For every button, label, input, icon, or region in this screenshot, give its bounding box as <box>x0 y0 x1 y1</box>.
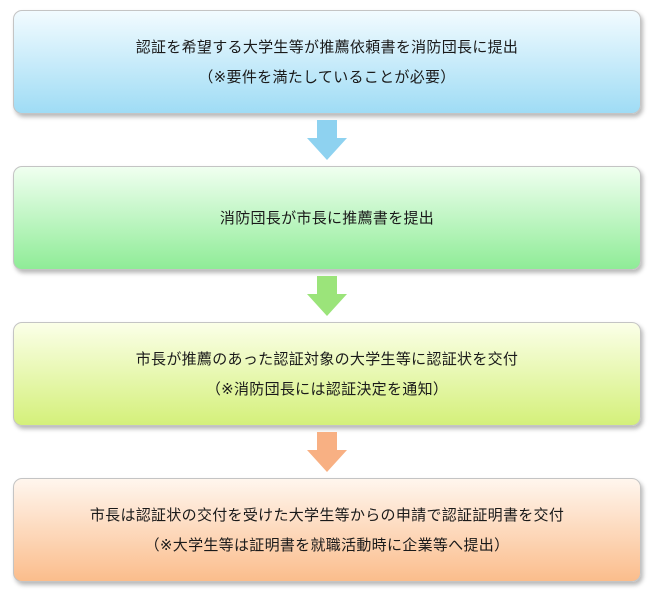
step-4-note: （※大学生等は証明書を就職活動時に企業等へ提出） <box>144 536 510 554</box>
flow-step-4-proof-certificate: 市長は認証状の交付を受けた大学生等からの申請で認証証明書を交付 （※大学生等は証… <box>13 478 641 582</box>
down-arrow-icon <box>307 120 347 160</box>
step-1-text: 認証を希望する大学生等が推薦依頼書を消防団長に提出 <box>135 38 519 56</box>
down-arrow-icon <box>307 432 347 472</box>
flow-step-3-issue-certificate: 市長が推薦のあった認証対象の大学生等に認証状を交付 （※消防団長には認証決定を通… <box>13 322 641 426</box>
step-3-note: （※消防団長には認証決定を通知） <box>205 380 449 398</box>
step-4-text: 市長は認証状の交付を受けた大学生等からの申請で認証証明書を交付 <box>89 506 565 524</box>
step-3-text: 市長が推薦のあった認証対象の大学生等に認証状を交付 <box>135 350 519 368</box>
down-arrow-icon <box>307 276 347 316</box>
step-1-note: （※要件を満たしていることが必要） <box>198 68 456 86</box>
flow-step-1-request: 認証を希望する大学生等が推薦依頼書を消防団長に提出 （※要件を満たしていることが… <box>13 10 641 114</box>
step-2-text: 消防団長が市長に推薦書を提出 <box>219 209 435 227</box>
flow-step-2-recommend: 消防団長が市長に推薦書を提出 <box>13 166 641 270</box>
